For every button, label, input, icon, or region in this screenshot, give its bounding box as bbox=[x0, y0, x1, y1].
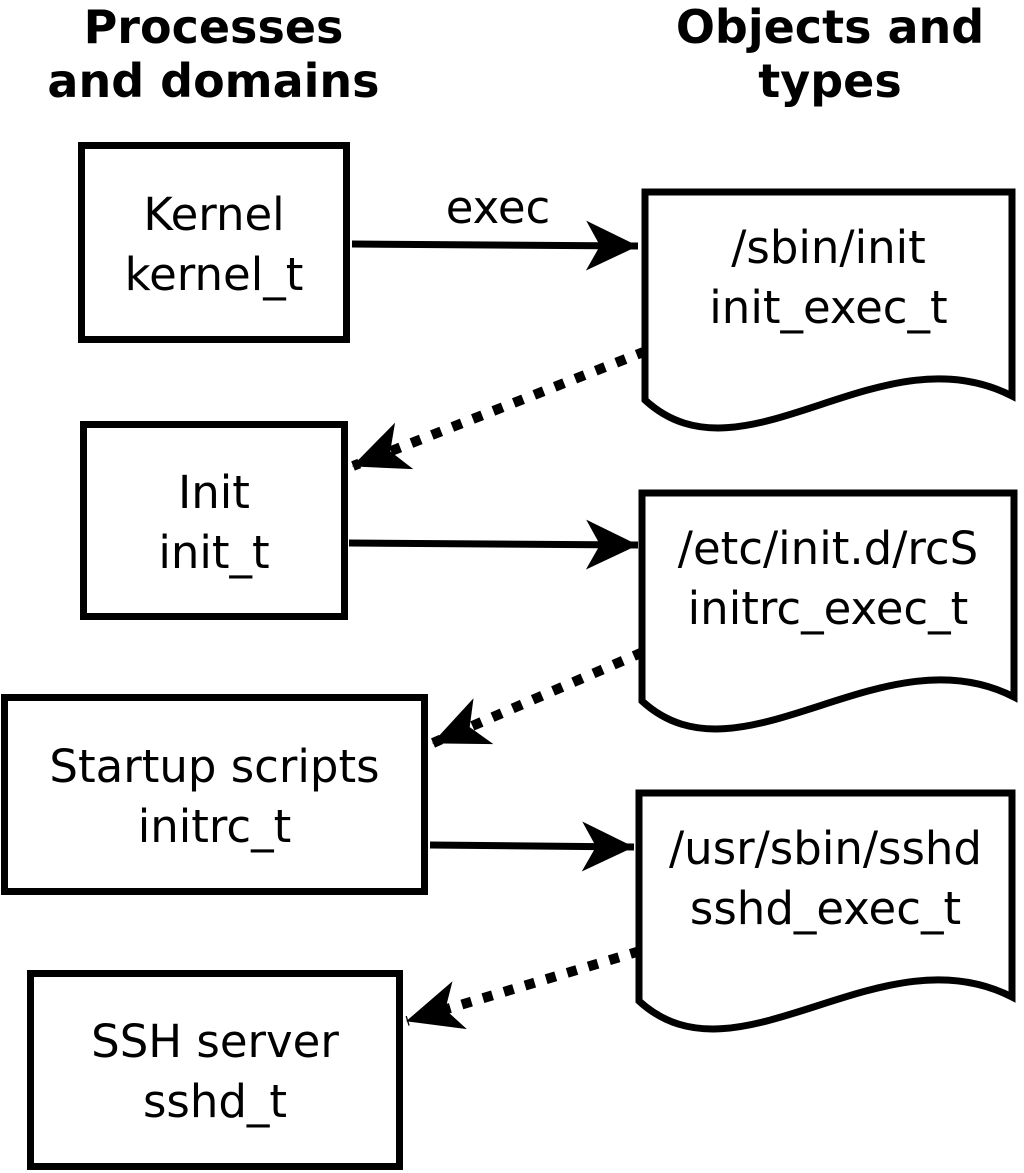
header-line: Processes bbox=[83, 0, 344, 54]
object-label-sbin-init: /sbin/init init_exec_t bbox=[645, 192, 1012, 338]
header-line: Objects and bbox=[675, 0, 985, 54]
object-type: init_exec_t bbox=[709, 281, 948, 334]
header-line: and domains bbox=[47, 54, 380, 108]
process-domain: sshd_t bbox=[142, 1075, 288, 1128]
dotted-arrow-rcS-to-initrc-domain bbox=[431, 647, 645, 748]
exec-arrow-label: exec bbox=[445, 181, 551, 234]
object-type: initrc_exec_t bbox=[687, 582, 969, 635]
dotted-arrow-sshd-exec-to-sshd-domain bbox=[405, 946, 642, 1030]
process-box-startup-scripts: Startup scripts initrc_t bbox=[1, 694, 428, 895]
process-name: SSH server bbox=[91, 1015, 339, 1068]
object-path: /sbin/init bbox=[731, 221, 926, 274]
solid-arrow-kernel-to-sbin-init bbox=[351, 220, 639, 271]
document-shape-usr-sbin-sshd bbox=[635, 789, 1016, 1033]
column-header-objects-and-types: Objects and types bbox=[640, 0, 1020, 108]
process-domain: initrc_t bbox=[137, 799, 292, 853]
dotted-arrow-sbin-init-to-init-domain bbox=[351, 346, 648, 471]
process-domain: kernel_t bbox=[124, 247, 304, 301]
process-name: Startup scripts bbox=[49, 739, 380, 793]
process-name: Init bbox=[178, 465, 250, 519]
object-path: /usr/sbin/sshd bbox=[669, 822, 982, 875]
process-box-ssh-server: SSH server sshd_t bbox=[27, 970, 403, 1170]
header-line: types bbox=[758, 54, 902, 108]
object-path: /etc/init.d/rcS bbox=[677, 522, 979, 575]
object-label-usr-sbin-sshd: /usr/sbin/sshd sshd_exec_t bbox=[639, 793, 1012, 939]
column-header-processes-and-domains: Processes and domains bbox=[0, 0, 427, 108]
document-shape-etc-init-d-rcS bbox=[638, 489, 1018, 733]
process-box-init: Init init_t bbox=[80, 421, 348, 620]
document-shape-sbin-init bbox=[641, 188, 1016, 432]
solid-arrow-init-to-rcS bbox=[348, 519, 639, 570]
object-label-etc-init-d-rcS: /etc/init.d/rcS initrc_exec_t bbox=[642, 493, 1014, 639]
object-type: sshd_exec_t bbox=[689, 882, 962, 935]
process-domain: init_t bbox=[158, 525, 270, 579]
process-box-kernel: Kernel kernel_t bbox=[78, 142, 350, 343]
solid-arrow-initrc-to-sshd bbox=[429, 821, 635, 872]
process-name: Kernel bbox=[143, 187, 285, 241]
